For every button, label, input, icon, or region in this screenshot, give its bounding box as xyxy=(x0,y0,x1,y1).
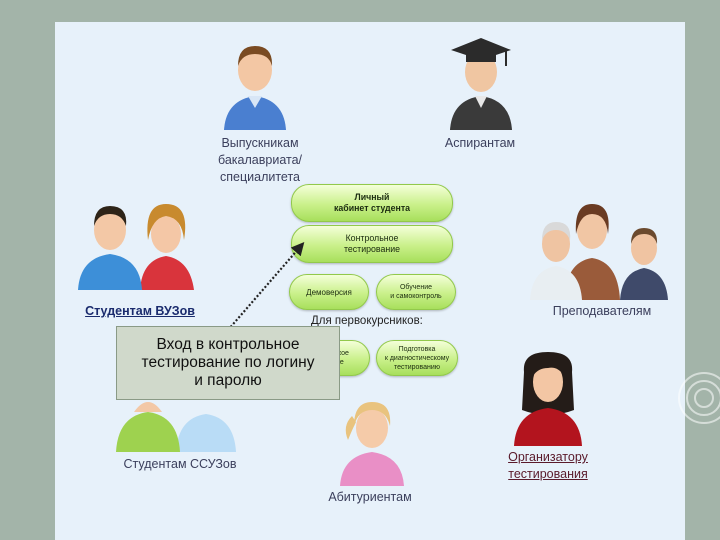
training-button[interactable]: Обучение и самоконтроль xyxy=(376,274,456,310)
label-organizer[interactable]: Организатору тестирования xyxy=(508,450,588,481)
demo-button[interactable]: Демоверсия xyxy=(289,274,369,310)
label-graduates: Выпускникам бакалавриата/ специалитета xyxy=(217,136,303,184)
cabinet-button[interactable]: Личный кабинет студента xyxy=(291,184,453,222)
teachers-group-icon xyxy=(530,200,670,300)
login-callout: Вход в контрольное тестирование по логин… xyxy=(116,326,340,400)
first-year-heading: Для первокурсников: xyxy=(311,315,423,327)
person-blue-icon xyxy=(220,38,290,130)
diagnostic-prep-button[interactable]: Подготовка к диагностическому тестирован… xyxy=(376,340,458,376)
organizer-woman-icon xyxy=(508,350,588,446)
label-university-students[interactable]: Студентам ВУЗов xyxy=(85,304,195,318)
students-pair-icon xyxy=(78,200,198,290)
label-college-students: Студентам ССУЗов xyxy=(123,457,237,471)
label-teachers: Преподавателям xyxy=(552,304,652,318)
applicant-girl-icon xyxy=(334,396,410,486)
college-students-icon xyxy=(116,398,240,452)
decorative-swirl xyxy=(686,380,720,416)
decorative-swirl xyxy=(678,372,720,424)
label-postgraduates: Аспирантам xyxy=(444,136,516,150)
decorative-swirl xyxy=(694,388,714,408)
label-applicants: Абитуриентам xyxy=(328,490,412,504)
graduate-cap-icon xyxy=(446,32,516,130)
